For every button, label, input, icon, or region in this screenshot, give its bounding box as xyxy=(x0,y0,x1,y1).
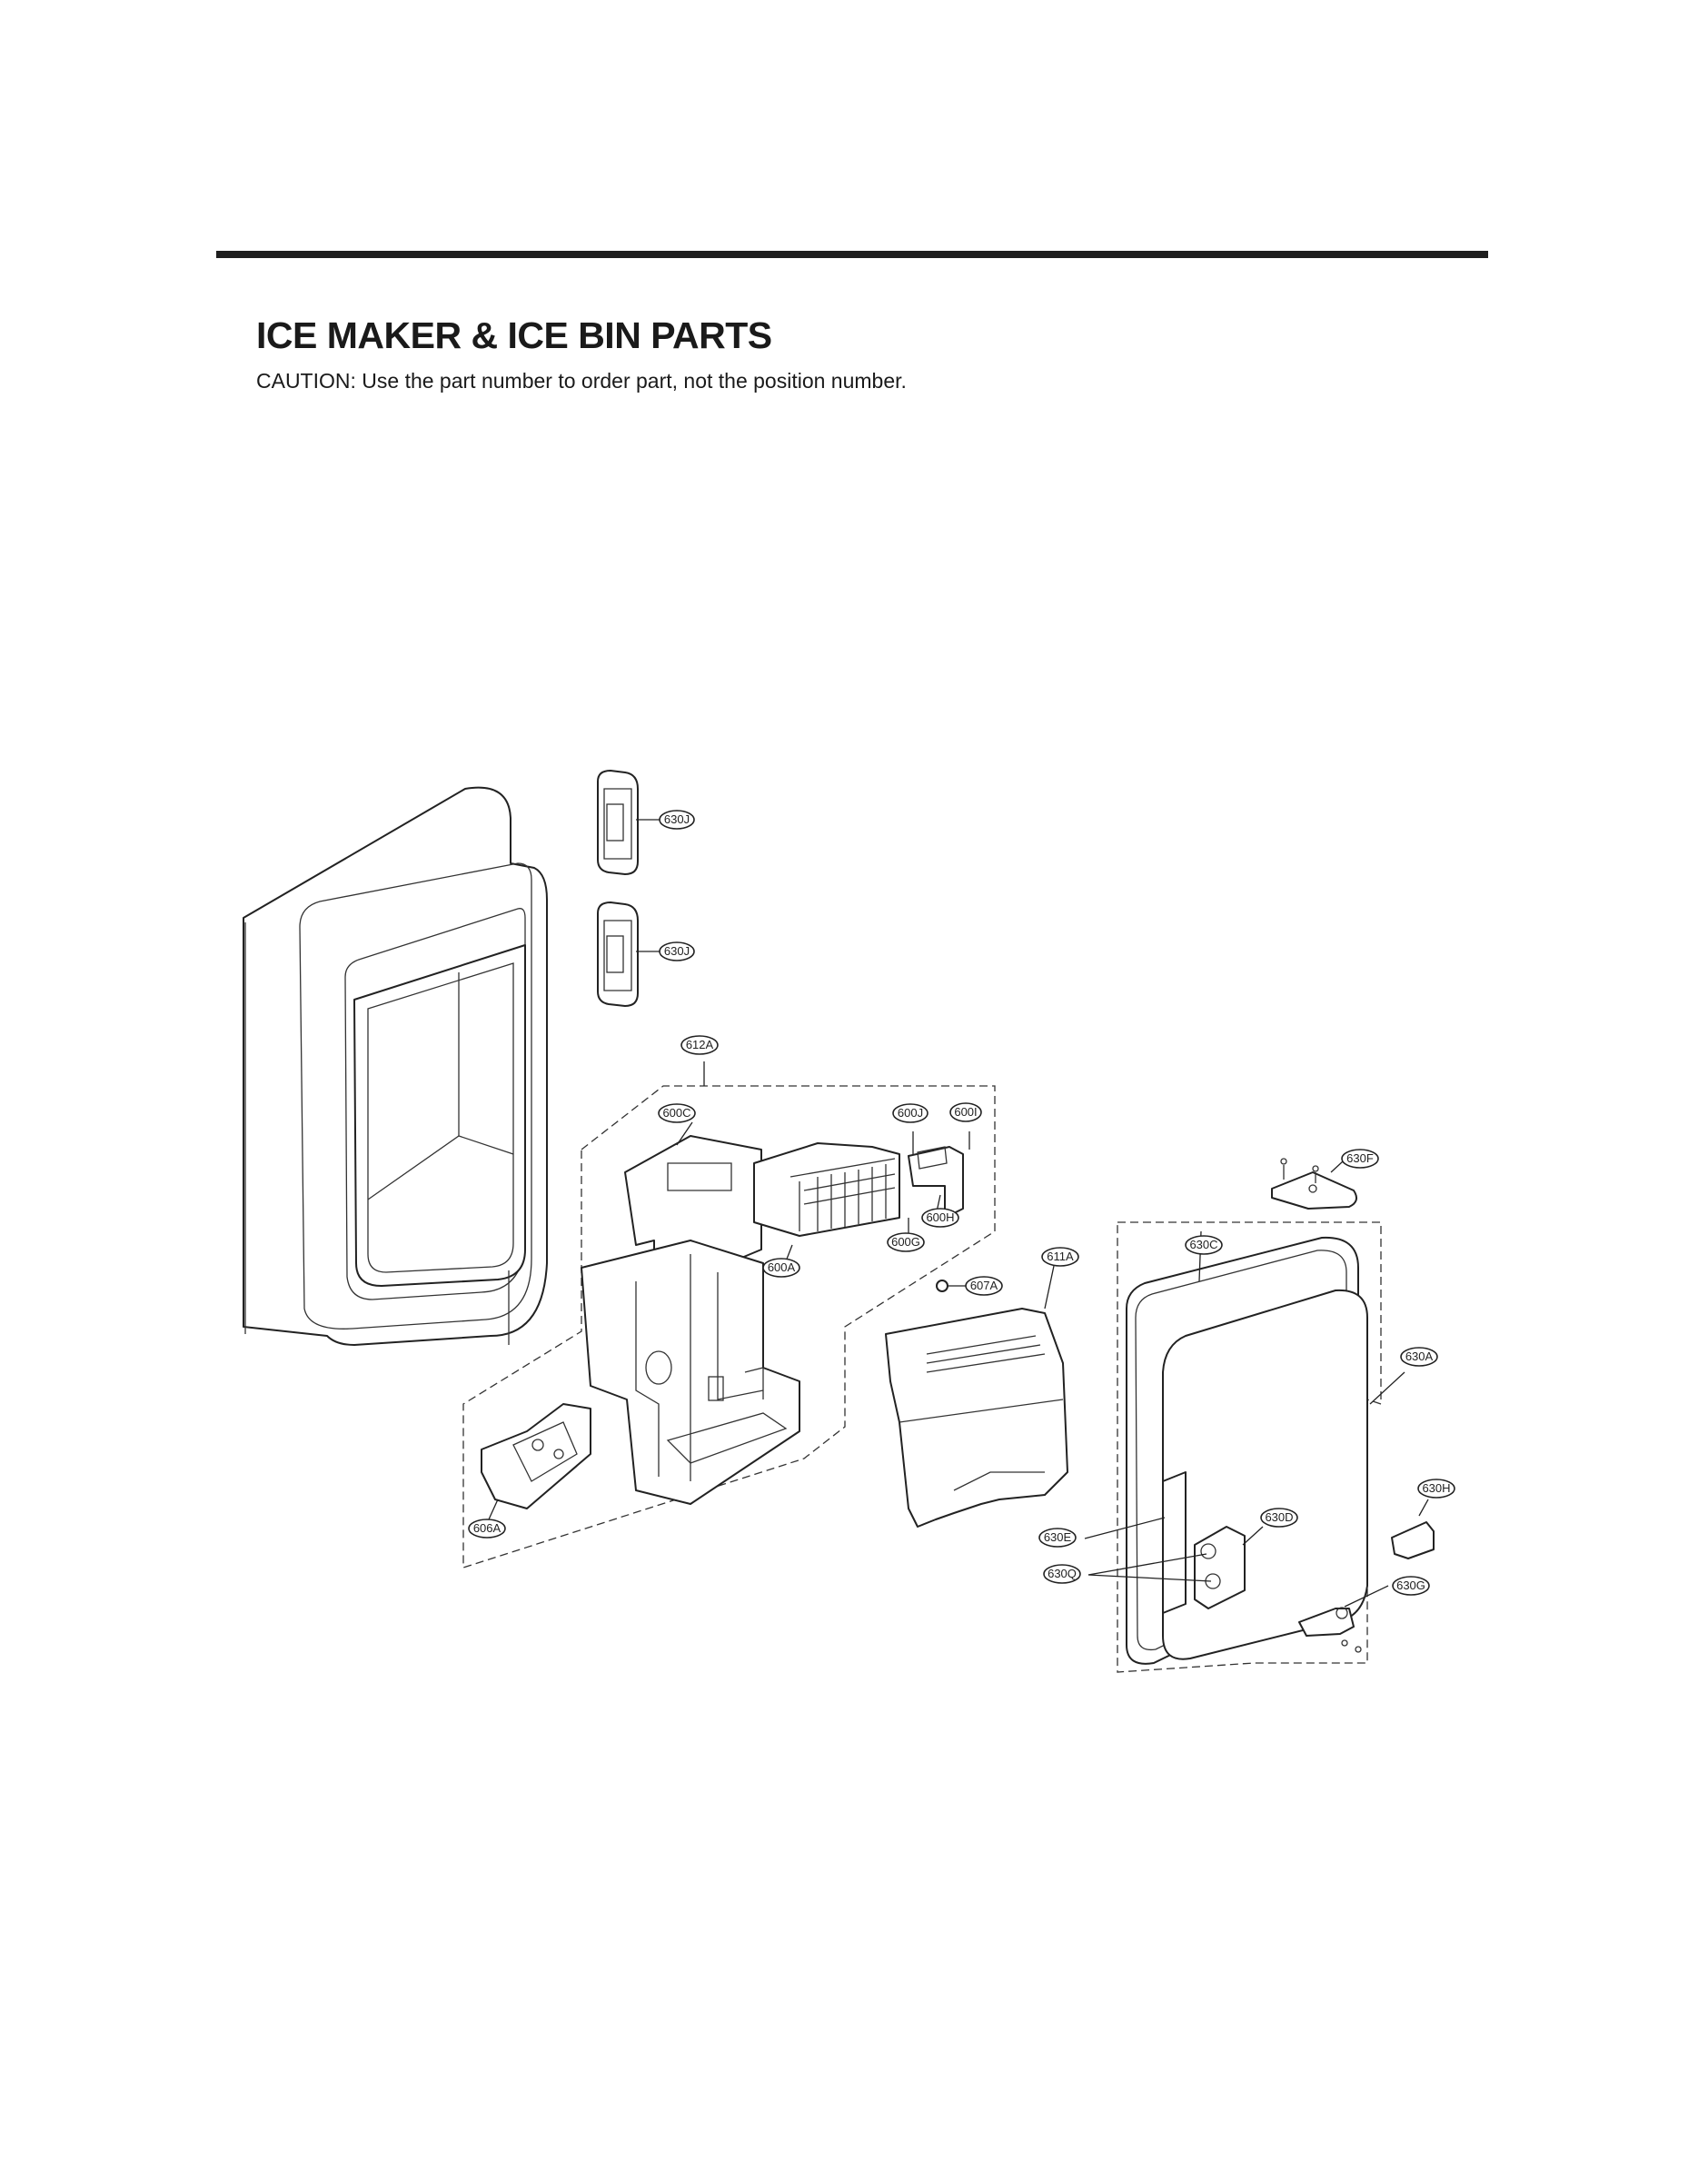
svg-text:630J: 630J xyxy=(664,944,690,958)
svg-text:630C: 630C xyxy=(1189,1238,1217,1251)
ice-maker-bracket xyxy=(581,1135,800,1505)
callout-600A: 600A xyxy=(762,1258,800,1278)
svg-text:630E: 630E xyxy=(1044,1530,1072,1544)
callout-600C: 600C xyxy=(658,1103,696,1123)
callout-600H: 600H xyxy=(921,1208,959,1228)
ice-bin-door xyxy=(1084,1230,1405,1665)
callout-630Q: 630Q xyxy=(1043,1564,1081,1584)
ice-maker-assembly-boundary xyxy=(462,1085,996,1569)
ice-chute-gasket-bottom xyxy=(597,901,660,1007)
svg-text:630G: 630G xyxy=(1396,1578,1425,1592)
callout-611A: 611A xyxy=(1041,1247,1079,1267)
callout-630D: 630D xyxy=(1260,1508,1298,1528)
svg-text:630F: 630F xyxy=(1346,1151,1374,1165)
svg-text:630J: 630J xyxy=(664,812,690,826)
ice-chute-gasket-top xyxy=(597,770,660,875)
door-housing xyxy=(243,786,548,1346)
callout-630J-bottom: 630J xyxy=(659,941,695,961)
ice-bin-cover xyxy=(885,1265,1068,1528)
svg-text:607A: 607A xyxy=(970,1279,998,1292)
callout-606A: 606A xyxy=(468,1519,506,1539)
svg-text:611A: 611A xyxy=(1047,1250,1074,1263)
svg-text:606A: 606A xyxy=(473,1521,501,1535)
callout-600G: 600G xyxy=(887,1232,925,1252)
callout-630J-top: 630J xyxy=(659,810,695,830)
svg-text:600J: 600J xyxy=(898,1106,923,1120)
svg-text:600H: 600H xyxy=(926,1210,954,1224)
callout-630C: 630C xyxy=(1185,1235,1223,1255)
svg-text:630D: 630D xyxy=(1265,1510,1293,1524)
svg-text:600A: 600A xyxy=(768,1260,796,1274)
svg-text:600C: 600C xyxy=(662,1106,690,1120)
callout-607A: 607A xyxy=(965,1276,1003,1296)
svg-text:630H: 630H xyxy=(1422,1481,1450,1495)
mounting-screw xyxy=(936,1280,966,1292)
svg-text:612A: 612A xyxy=(686,1038,714,1051)
svg-text:630Q: 630Q xyxy=(1048,1567,1077,1580)
svg-text:600G: 600G xyxy=(891,1235,920,1249)
door-latch xyxy=(1391,1499,1435,1559)
svg-text:630A: 630A xyxy=(1405,1349,1434,1363)
callout-612A: 612A xyxy=(680,1035,719,1055)
top-hinge xyxy=(1271,1158,1358,1210)
bottom-hinge xyxy=(1298,1585,1389,1653)
callout-630H: 630H xyxy=(1417,1479,1455,1499)
callout-630G: 630G xyxy=(1392,1576,1430,1596)
callout-630F: 630F xyxy=(1341,1149,1379,1169)
ice-maker-unit xyxy=(753,1142,900,1237)
caution-note: CAUTION: Use the part number to order pa… xyxy=(256,369,907,393)
svg-text:600I: 600I xyxy=(954,1105,977,1119)
callout-600I: 600I xyxy=(949,1102,982,1122)
callout-630A: 630A xyxy=(1400,1347,1438,1367)
header-rule xyxy=(216,251,1488,258)
callout-630E: 630E xyxy=(1038,1528,1077,1548)
auger-motor xyxy=(481,1403,591,1520)
page-title: ICE MAKER & ICE BIN PARTS xyxy=(256,314,772,356)
callout-600J: 600J xyxy=(892,1103,928,1123)
